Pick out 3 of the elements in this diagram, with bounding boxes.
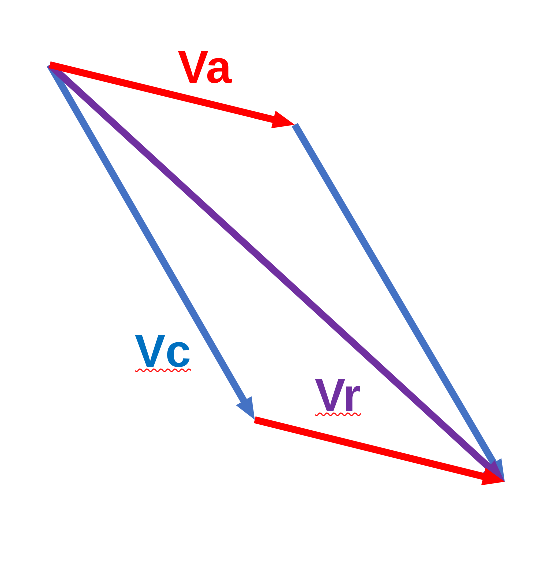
vector-label: Va xyxy=(178,44,232,90)
vector-label: Vc xyxy=(135,328,192,374)
vector-label: Vr xyxy=(315,372,362,418)
